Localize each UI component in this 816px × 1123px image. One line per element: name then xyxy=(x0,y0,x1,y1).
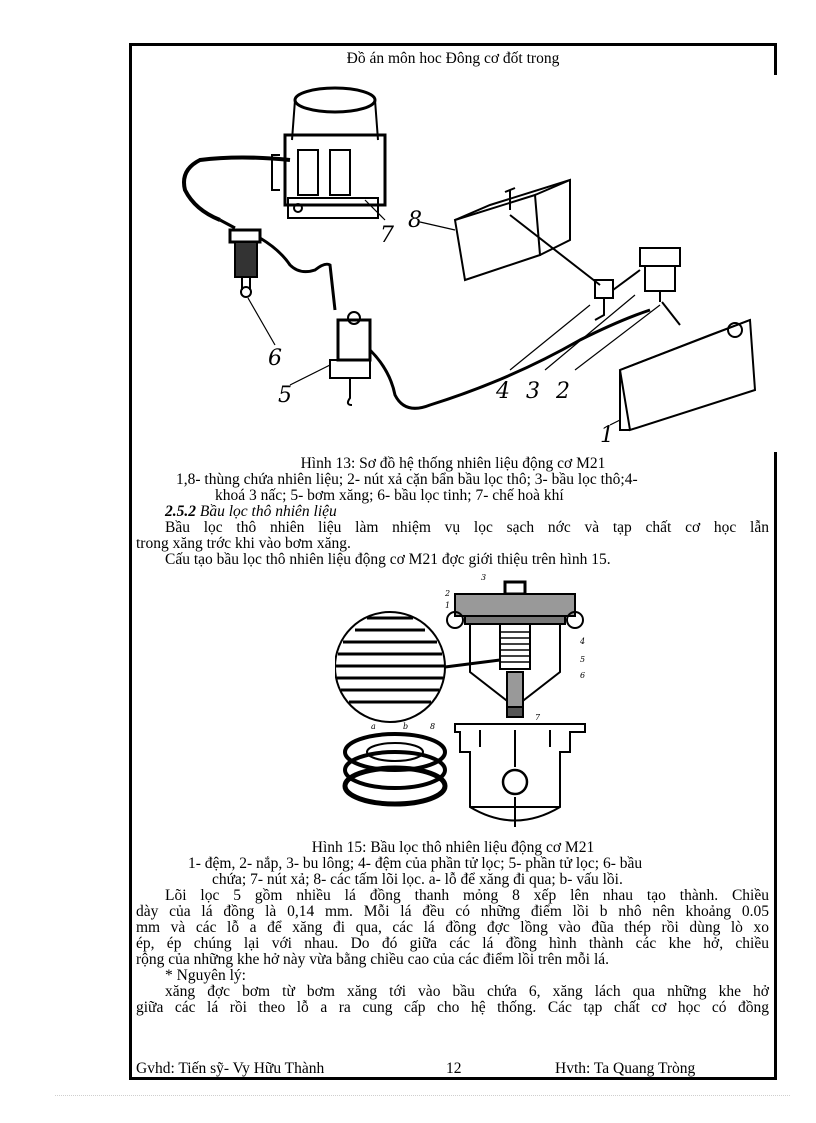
fuel-tank-1-illustration xyxy=(618,318,757,432)
paragraph-3-line-2: dày của lá đồng là 0,14 mm. Mỗi lá đều c… xyxy=(136,903,769,920)
coarse-filter-illustration xyxy=(639,247,681,302)
figure-13-legend-line-1: 1,8- thùng chứa nhiên liệu; 2- nút xả cặ… xyxy=(176,471,638,488)
magnified-filter-plates xyxy=(335,611,446,723)
figure-13-caption: Hình 13: Sơ đồ hệ thống nhiên liệu động … xyxy=(300,455,606,472)
carburetor-illustration xyxy=(271,86,387,219)
section-heading: 2.5.2 Bầu lọc thô nhiên liệu xyxy=(165,504,337,520)
footer-advisor: Gvhd: Tiến sỹ- Vy Hữu Thành xyxy=(136,1060,325,1077)
callout-8: 8 xyxy=(408,208,422,233)
page-border-top xyxy=(129,43,777,46)
paragraph-3-line-4: ép, ép chúng lại với nhau. Do đó giữa cá… xyxy=(136,935,769,952)
paragraph-2: Cấu tạo bầu lọc thô nhiên liệu động cơ M… xyxy=(165,551,611,568)
section-title: Bầu lọc thô nhiên liệu xyxy=(199,503,337,520)
figure-15-legend-line-2: chứa; 7- nút xả; 8- các tấm lõi lọc. a- … xyxy=(212,871,623,888)
paragraph-4-line-1: xăng đợc bơm từ bơm xăng tới vào bầu chứ… xyxy=(165,983,769,1000)
page-border-right-lower xyxy=(774,452,777,1080)
page-separator-dotted-line xyxy=(55,1095,790,1096)
figure-15-caption: Hình 15: Bầu lọc thô nhiên liệu động cơ … xyxy=(311,839,595,856)
figure-13-fuel-system-diagram: 7 8 6 5 4 3 2 1 xyxy=(180,80,770,450)
paragraph-3-line-3: mm và các lỗ a để xăng đi qua, các lá đồ… xyxy=(136,919,769,936)
three-way-valve-illustration xyxy=(594,279,614,321)
callout-3: 3 xyxy=(526,379,540,404)
callout-5: 5 xyxy=(278,383,292,408)
filter-plate-section-view xyxy=(454,723,586,827)
fig15-callout-2: 2 xyxy=(444,589,450,598)
document-header-title: Đồ án môn hoc Đông cơ đốt trong xyxy=(346,50,560,67)
fig15-callout-3: 3 xyxy=(481,573,486,582)
principle-label: * Nguyên lý: xyxy=(165,967,246,984)
callout-2: 2 xyxy=(555,379,570,404)
paragraph-1-line-2: trong xăng trớc khi vào bơm xăng. xyxy=(136,535,351,552)
footer-student: Hvth: Ta Quang Tròng xyxy=(555,1060,696,1077)
fuel-tank-8-illustration xyxy=(453,178,571,282)
section-number: 2.5.2 xyxy=(165,503,196,520)
paragraph-3-line-1: Lõi lọc 5 gồm nhiều lá đồng thanh mỏng 8… xyxy=(165,887,769,904)
callout-7: 7 xyxy=(380,223,394,248)
callout-1: 1 xyxy=(600,423,614,448)
page-border-right-upper xyxy=(774,43,777,75)
paragraph-3-line-5: rộng của những khe hở này vừa bằng chiều… xyxy=(136,951,610,968)
figure-15-legend-line-1: 1- đệm, 2- nắp, 3- bu lông; 4- đệm của p… xyxy=(188,855,643,872)
fig15-callout-7: 7 xyxy=(535,713,541,722)
callout-4: 4 xyxy=(495,379,510,404)
fig15-callout-1: 1 xyxy=(445,601,450,610)
fig15-callout-4: 4 xyxy=(579,637,585,646)
page-border-left xyxy=(129,43,132,1080)
fig15-callout-b: b xyxy=(403,722,408,731)
figure-13-legend-line-2: khoá 3 nấc; 5- bơm xăng; 6- bầu lọc tinh… xyxy=(215,487,564,504)
paragraph-1-line-1: Bầu lọc thô nhiên liệu làm nhiệm vụ lọc … xyxy=(165,519,769,536)
paragraph-4-line-2: giữa các lá rồi theo lỗ a ra cung cấp ch… xyxy=(136,999,769,1016)
fine-filter-illustration xyxy=(228,228,262,298)
fig15-callout-a: a xyxy=(371,722,376,731)
filter-housing-section xyxy=(446,580,584,718)
fuel-pump-illustration xyxy=(329,311,372,406)
fig15-callout-8: 8 xyxy=(430,722,435,731)
footer-page-number: 12 xyxy=(446,1060,462,1077)
filter-plate-stack xyxy=(342,732,448,807)
page-border-bottom xyxy=(129,1077,777,1080)
fig15-callout-6: 6 xyxy=(580,671,585,680)
figure-15-coarse-filter-diagram: 3 2 1 4 5 6 7 8 a b xyxy=(335,572,615,837)
callout-6: 6 xyxy=(268,346,282,371)
fig15-callout-5: 5 xyxy=(580,655,585,664)
